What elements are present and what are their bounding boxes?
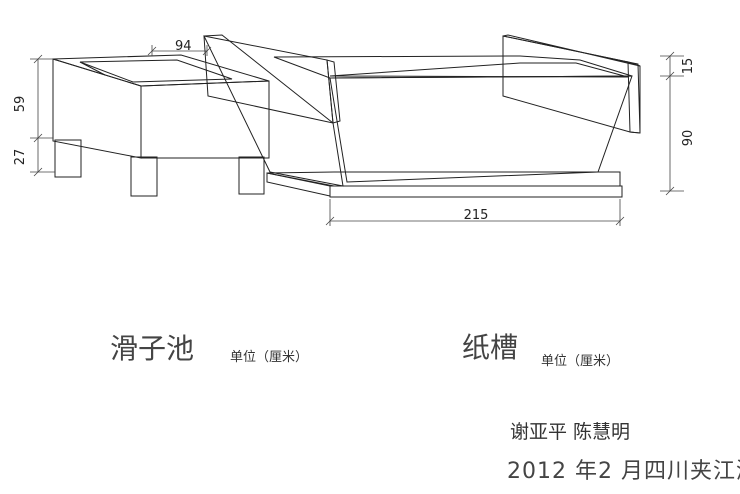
tank-inclined-board (203, 34, 344, 187)
survey-date-credit: 2012 年2 月四川夹江测绘 (507, 459, 740, 484)
dim-label-27: 27 (13, 149, 28, 166)
dimension-lines (30, 45, 684, 226)
tank-opening (329, 62, 629, 78)
pool-front-face (140, 80, 270, 159)
dim-label-215: 215 (464, 208, 489, 223)
tank-right-end-board-top (502, 34, 641, 67)
tank-base-plate-side (266, 172, 331, 197)
pool-leg-back-left (54, 139, 82, 178)
tank-front-face (329, 75, 633, 183)
tank-base-plate-front (329, 185, 623, 198)
pool-leg-front-left (130, 156, 158, 197)
dim-label-15: 15 (681, 58, 696, 75)
paper-tank-drawing (203, 34, 641, 198)
pool-opening (79, 59, 233, 83)
pool-side-face (52, 58, 142, 159)
tank-left-end-board-edge (326, 59, 341, 124)
tank-top-rim (273, 55, 633, 79)
pool-unit-caption: 单位（厘米） (230, 350, 308, 365)
authors-credit: 谢亚平 陈慧明 (510, 421, 630, 443)
tank-unit-caption: 单位（厘米） (541, 354, 619, 369)
dim-label-90: 90 (681, 130, 696, 147)
pool-caption: 滑子池 (110, 332, 194, 365)
tank-caption: 纸槽 (462, 331, 518, 364)
pool-leg-front-right (238, 156, 265, 195)
dim-label-94: 94 (175, 39, 192, 54)
pool-inner-edge (79, 61, 106, 76)
dim-label-59: 59 (13, 96, 28, 113)
pool-top-rim (52, 54, 270, 87)
sliding-pool-drawing (52, 54, 270, 197)
